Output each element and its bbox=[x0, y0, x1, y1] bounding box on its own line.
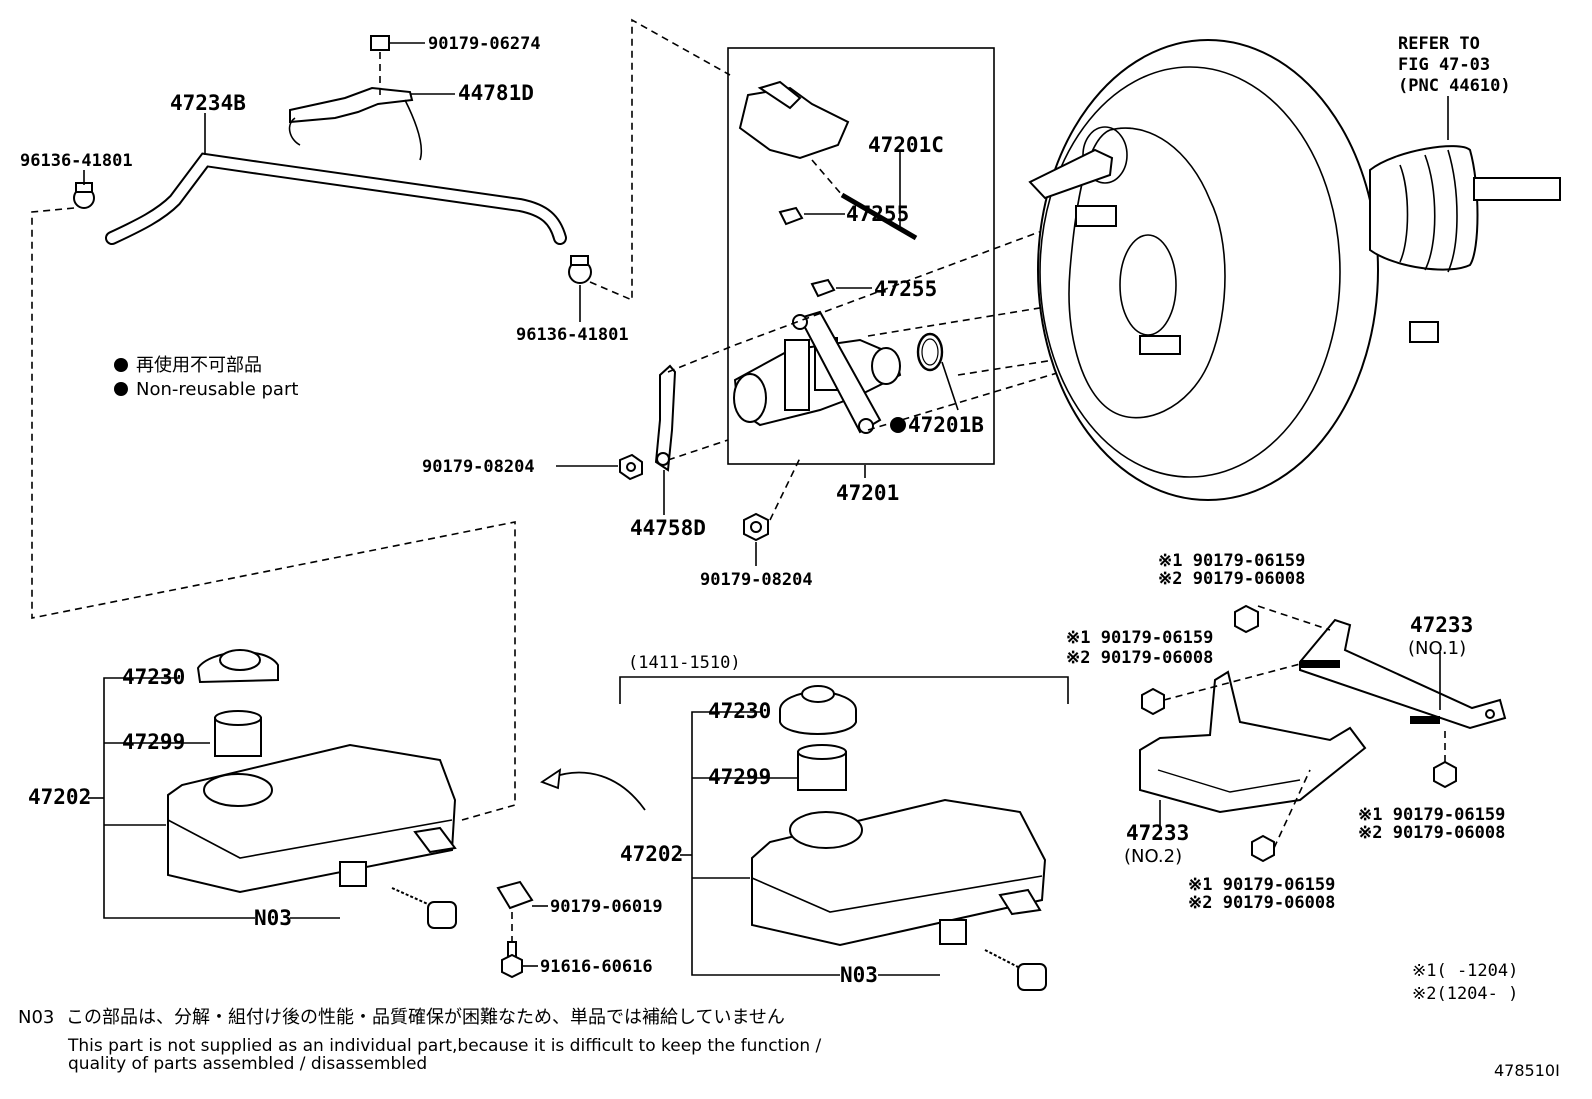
hose-assembly bbox=[73, 152, 592, 284]
label-left-n03: N03 bbox=[254, 906, 292, 930]
label-br-right-2: ※2 90179-06008 bbox=[1358, 823, 1505, 843]
right-reservoir-assembly bbox=[751, 685, 1047, 991]
footnote-en-1: This part is not supplied as an individu… bbox=[67, 1036, 822, 1056]
reservoir-right bbox=[751, 798, 1047, 991]
label-right-47299: 47299 bbox=[708, 765, 771, 789]
nut-clip-left bbox=[496, 880, 534, 910]
nut-bottom bbox=[743, 512, 769, 542]
bracket-44781d bbox=[288, 35, 423, 161]
label-right-range: (1411-1510) bbox=[628, 653, 741, 673]
label-47233-no2: 47233 bbox=[1126, 821, 1189, 845]
label-47201b: 47201B bbox=[908, 413, 984, 437]
strainer-left bbox=[214, 710, 262, 757]
label-br-right-1: ※1 90179-06159 bbox=[1358, 805, 1505, 825]
brake-booster bbox=[1028, 39, 1561, 501]
label-right-n03: N03 bbox=[840, 963, 878, 987]
non-reusable-dot-icon bbox=[890, 417, 906, 433]
master-cylinder-box bbox=[727, 47, 995, 465]
label-br-top-1: ※1 90179-06159 bbox=[1158, 551, 1305, 571]
label-47234b: 47234B bbox=[170, 91, 246, 115]
label-br-bot-1: ※1 90179-06159 bbox=[1188, 875, 1335, 895]
label-44758d: 44758D bbox=[630, 516, 706, 540]
label-left-nut: 90179-06019 bbox=[550, 897, 663, 917]
left-reservoir-assembly bbox=[167, 649, 457, 929]
label-clip-right: 96136-41801 bbox=[516, 325, 629, 345]
label-44781d: 44781D bbox=[458, 81, 534, 105]
o-ring-47201b bbox=[916, 332, 944, 372]
label-br-mid-2: ※2 90179-06008 bbox=[1066, 648, 1213, 668]
reservoir-cap-right bbox=[779, 685, 857, 735]
label-47255-1: 47255 bbox=[846, 202, 909, 226]
reservoir-cap-left bbox=[196, 649, 279, 684]
nut-br-right bbox=[1433, 760, 1457, 789]
hose-clip-right bbox=[568, 255, 592, 284]
label-left-47202: 47202 bbox=[28, 785, 91, 809]
hose-clip-left bbox=[73, 182, 95, 209]
refer-line-1: REFER TO bbox=[1398, 34, 1480, 54]
footnote-jp: この部品は、分解・組付け後の性能・品質確保が困難なため、単品では補給していません bbox=[66, 1007, 785, 1028]
bracket-44758d bbox=[654, 364, 677, 472]
bolt-icon bbox=[370, 35, 390, 51]
legend-en: Non-reusable part bbox=[136, 379, 298, 400]
label-br-bot-2: ※2 90179-06008 bbox=[1188, 893, 1335, 913]
label-47201: 47201 bbox=[836, 481, 899, 505]
label-47233-no1: 47233 bbox=[1410, 613, 1473, 637]
footnote-en-2: quality of parts assembled / disassemble… bbox=[68, 1054, 427, 1074]
label-br-top-2: ※2 90179-06008 bbox=[1158, 569, 1305, 589]
label-clip-left: 96136-41801 bbox=[20, 151, 133, 171]
figure-id: 478510I bbox=[1494, 1061, 1560, 1080]
label-47233-no1-sub: (NO.1) bbox=[1408, 638, 1466, 659]
refer-line-3: (PNC 44610) bbox=[1398, 76, 1511, 96]
curved-arrow-icon bbox=[549, 771, 646, 811]
master-cylinder-47201 bbox=[733, 310, 902, 434]
non-reusable-dot-icon bbox=[114, 358, 128, 372]
reservoir-left bbox=[167, 743, 457, 929]
label-range-1: ※1( -1204) bbox=[1412, 961, 1518, 981]
label-47233-no2-sub: (NO.2) bbox=[1124, 846, 1182, 867]
grommet-2 bbox=[810, 278, 836, 298]
label-bolt-top: 90179-06274 bbox=[428, 34, 541, 54]
label-47201c: 47201C bbox=[868, 133, 944, 157]
nut-br-top bbox=[1234, 604, 1259, 634]
label-range-2: ※2(1204- ) bbox=[1412, 984, 1518, 1004]
nut-br-mid bbox=[1141, 687, 1165, 716]
non-reusable-dot-icon bbox=[114, 382, 128, 396]
grommet-1 bbox=[778, 206, 804, 226]
label-left-47230: 47230 bbox=[122, 665, 185, 689]
bracket-47233-no1 bbox=[1299, 618, 1507, 730]
reservoir-cap-47201c bbox=[738, 80, 918, 241]
label-nut-bottom: 90179-08204 bbox=[700, 570, 813, 590]
label-right-47230: 47230 bbox=[708, 699, 771, 723]
legend-jp: 再使用不可部品 bbox=[136, 355, 262, 376]
arrow-head-icon bbox=[540, 768, 562, 790]
strainer-right bbox=[797, 744, 847, 791]
label-right-47202: 47202 bbox=[620, 842, 683, 866]
footnote-code: N03 bbox=[18, 1007, 54, 1028]
screw-left bbox=[501, 941, 523, 979]
nut-br-bottom bbox=[1251, 834, 1275, 863]
label-left-screw: 91616-60616 bbox=[540, 957, 653, 977]
label-left-47299: 47299 bbox=[122, 730, 185, 754]
label-br-mid-1: ※1 90179-06159 bbox=[1066, 628, 1213, 648]
label-nut-side: 90179-08204 bbox=[422, 457, 535, 477]
bracket-47233-no2 bbox=[1139, 670, 1367, 814]
nut-side bbox=[619, 453, 643, 481]
refer-line-2: FIG 47-03 bbox=[1398, 55, 1490, 75]
